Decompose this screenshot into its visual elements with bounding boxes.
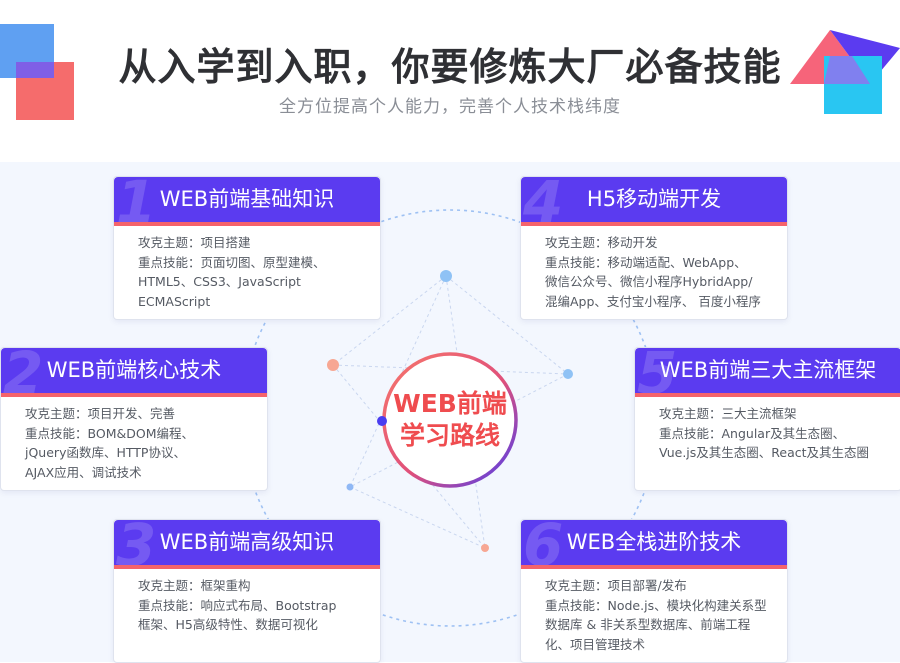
card-number: 4 — [523, 177, 564, 226]
card-line: jQuery函数库、HTTP协议、 — [25, 445, 186, 460]
node-dot — [563, 369, 573, 379]
card-line: 攻克主题：三大主流框架 — [659, 406, 797, 421]
card-body: 攻克主题：项目搭建 重点技能：页面切图、原型建模、 HTML5、CSS3、Jav… — [138, 233, 374, 311]
card-header: 3 WEB前端高级知识 — [114, 520, 380, 569]
card-body: 攻克主题：项目开发、完善 重点技能：BOM&DOM编程、 jQuery函数库、H… — [25, 404, 261, 482]
card-title: WEB前端核心技术 — [46, 358, 222, 382]
card-number: 6 — [523, 520, 564, 569]
card-line: 混编App、支付宝小程序、 百度小程序 — [545, 293, 761, 309]
card-1: 1 WEB前端基础知识 攻克主题：项目搭建 重点技能：页面切图、原型建模、 HT… — [113, 176, 381, 320]
card-line: 攻克主题：框架重构 — [138, 578, 251, 593]
card-line: 重点技能：Angular及其生态圈、 — [659, 425, 846, 441]
card-line: 数据库 & 非关系型数据库、前端工程 — [545, 617, 751, 632]
card-title: WEB前端三大主流框架 — [659, 358, 877, 382]
card-header: 1 WEB前端基础知识 — [114, 177, 380, 226]
card-line: 重点技能：Node.js、模块化构建关系型 — [545, 597, 767, 613]
left-corner-decoration — [0, 24, 74, 120]
right-corner-decoration — [790, 30, 900, 114]
card-line: 重点技能：响应式布局、Bootstrap — [138, 597, 337, 613]
card-5: 5 WEB前端三大主流框架 攻克主题：三大主流框架 重点技能：Angular及其… — [634, 347, 900, 491]
card-title: H5移动端开发 — [586, 187, 722, 211]
center-ring-dot — [377, 416, 387, 426]
node-dot — [440, 270, 452, 282]
card-body: 攻克主题：项目部署/发布 重点技能：Node.js、模块化构建关系型 数据库 &… — [545, 576, 781, 654]
card-title: WEB前端基础知识 — [159, 187, 335, 211]
card-line: 重点技能：页面切图、原型建模、 — [138, 254, 326, 270]
card-2: 2 WEB前端核心技术 攻克主题：项目开发、完善 重点技能：BOM&DOM编程、… — [0, 347, 268, 491]
card-line: 重点技能：移动端适配、WebApp、 — [545, 254, 747, 270]
node-dot — [481, 544, 489, 552]
center-label: WEB前端 学习路线 — [382, 388, 518, 452]
card-title: WEB前端高级知识 — [159, 530, 335, 554]
card-header: 6 WEB全栈进阶技术 — [521, 520, 787, 569]
card-line: 攻克主题：项目开发、完善 — [25, 406, 176, 421]
card-line: 重点技能：BOM&DOM编程、 — [25, 425, 194, 441]
page-subtitle: 全方位提高个人能力，完善个人技术栈纬度 — [279, 97, 621, 117]
card-line: 化、项目管理技术 — [545, 636, 646, 652]
card-number: 5 — [637, 348, 678, 397]
card-header: 5 WEB前端三大主流框架 — [635, 348, 900, 397]
card-number: 2 — [3, 348, 44, 397]
card-number: 1 — [116, 177, 157, 226]
center-label-line1: WEB前端 — [393, 389, 507, 418]
card-header: 2 WEB前端核心技术 — [1, 348, 267, 397]
card-line: AJAX应用、调试技术 — [25, 464, 142, 480]
card-body: 攻克主题：三大主流框架 重点技能：Angular及其生态圈、 Vue.js及其生… — [659, 404, 895, 463]
card-title: WEB全栈进阶技术 — [566, 530, 742, 554]
center-label-line2: 学习路线 — [399, 421, 500, 450]
card-line: ECMAScript — [138, 293, 211, 309]
card-line: 攻克主题：项目部署/发布 — [545, 578, 687, 593]
card-4: 4 H5移动端开发 攻克主题：移动开发 重点技能：移动端适配、WebApp、 微… — [520, 176, 788, 320]
card-line: Vue.js及其生态圈、React及其生态圈 — [659, 445, 870, 460]
card-number: 3 — [116, 520, 157, 569]
card-body: 攻克主题：框架重构 重点技能：响应式布局、Bootstrap 框架、H5高级特性… — [138, 576, 374, 635]
card-3: 3 WEB前端高级知识 攻克主题：框架重构 重点技能：响应式布局、Bootstr… — [113, 519, 381, 663]
card-line: 攻克主题：移动开发 — [545, 235, 658, 250]
page-title: 从入学到入职，你要修炼大厂必备技能 — [118, 45, 782, 89]
card-6: 6 WEB全栈进阶技术 攻克主题：项目部署/发布 重点技能：Node.js、模块… — [520, 519, 788, 663]
card-body: 攻克主题：移动开发 重点技能：移动端适配、WebApp、 微信公众号、微信小程序… — [545, 233, 781, 311]
node-dot — [327, 359, 339, 371]
card-line: 框架、H5高级特性、数据可视化 — [138, 617, 318, 632]
card-line: 攻克主题：项目搭建 — [138, 235, 251, 250]
card-header: 4 H5移动端开发 — [521, 177, 787, 226]
card-line: HTML5、CSS3、JavaScript — [138, 274, 301, 289]
node-dot — [346, 483, 354, 491]
card-line: 微信公众号、微信小程序HybridApp/ — [545, 274, 753, 289]
